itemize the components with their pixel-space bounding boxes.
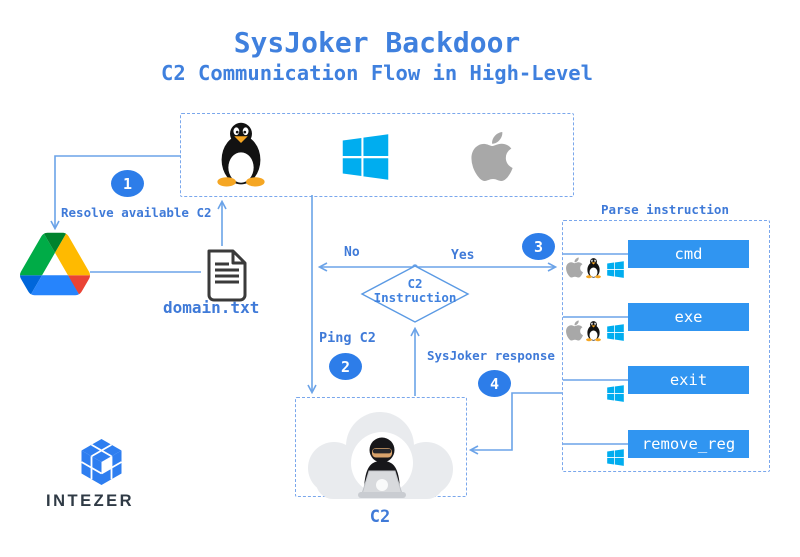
decision-text-line2: Instruction	[373, 290, 457, 305]
step1-badge: 1	[111, 170, 144, 197]
linux-icon	[585, 257, 602, 279]
google-drive-icon	[20, 232, 90, 296]
c2-server-label: C2	[369, 507, 391, 527]
command-remove-reg: remove_reg	[628, 430, 749, 458]
command-exit: exit	[628, 366, 749, 394]
junction-dot	[412, 264, 418, 270]
parse-box-title: Parse instruction	[601, 202, 729, 217]
windows-icon	[606, 323, 625, 342]
document-icon	[201, 245, 253, 303]
page-subtitle: C2 Communication Flow in High-Level	[161, 61, 593, 85]
apple-icon	[471, 128, 513, 185]
apple-icon	[565, 256, 584, 279]
parse-instruction-box	[562, 220, 770, 472]
edge-parse-to-cloud	[471, 392, 562, 450]
windows-icon	[606, 448, 625, 467]
step3-badge: 3	[522, 233, 555, 260]
hacker-icon	[358, 437, 406, 498]
windows-icon	[606, 260, 625, 279]
windows-icon	[338, 131, 393, 183]
step2-badge: 2	[329, 353, 362, 380]
domain-file-label: domain.txt	[163, 298, 260, 317]
command-cmd: cmd	[628, 240, 749, 268]
page-title: SysJoker Backdoor	[233, 26, 521, 59]
cloud-c2-icon	[308, 412, 453, 499]
apple-icon	[565, 319, 584, 342]
intezer-logo-icon	[81, 439, 122, 485]
linux-icon	[214, 120, 268, 188]
intezer-wordmark: INTEZER	[46, 492, 135, 510]
decision-no-label: No	[344, 245, 360, 260]
step1-label: Resolve available C2	[61, 205, 212, 220]
step4-badge: 4	[478, 370, 511, 397]
infected-os-box	[180, 113, 574, 197]
linux-icon	[585, 320, 602, 342]
windows-icon	[606, 384, 625, 403]
step4-label: SysJoker response	[427, 348, 555, 363]
decision-yes-label: Yes	[451, 248, 475, 263]
decision-text-line1: C2	[407, 276, 423, 291]
command-exe: exe	[628, 303, 749, 331]
step2-label: Ping C2	[319, 330, 376, 346]
